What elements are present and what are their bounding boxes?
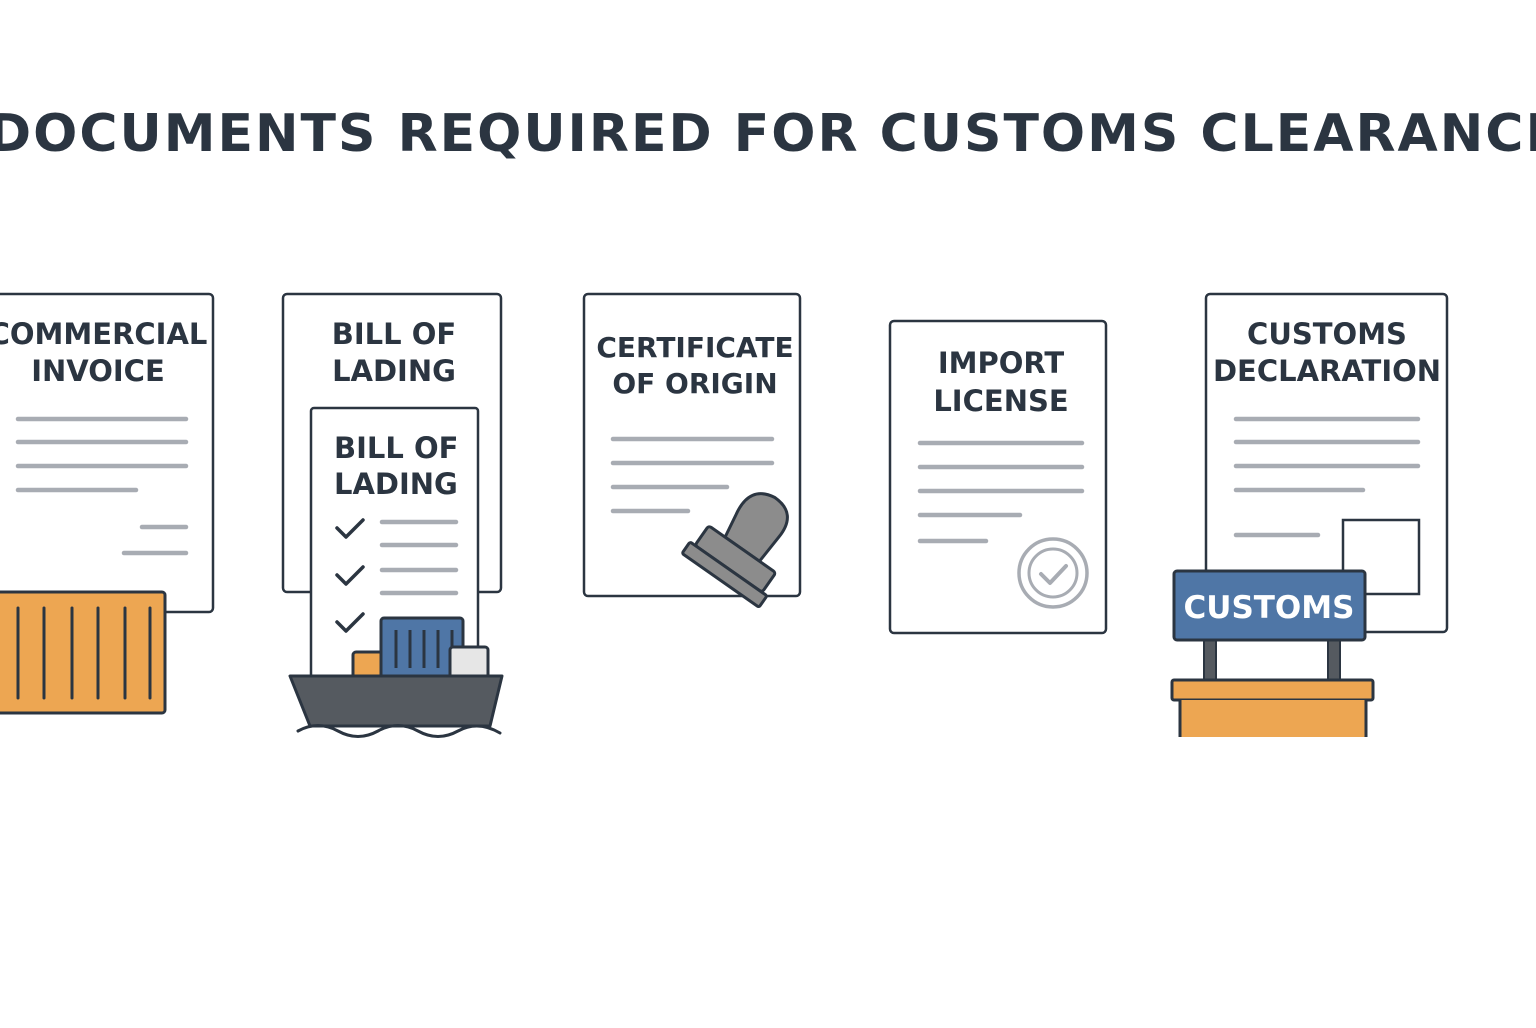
checklist [335, 518, 459, 633]
customs-sign [1172, 569, 1367, 642]
document-label-line2: DECLARATION [1213, 354, 1441, 388]
inner-label-line1: BILL OF [334, 431, 458, 465]
text-lines [917, 440, 1085, 544]
page-title: DOCUMENTS REQUIRED FOR CUSTOMS CLEARANCE [0, 104, 1536, 164]
document-label-line2: LADING [332, 354, 456, 388]
text-lines [15, 416, 189, 556]
check-icon [335, 518, 365, 539]
customs-booth-icon: CUSTOMS [1170, 569, 1375, 737]
document-sheet [888, 319, 1108, 635]
check-seal-icon [1017, 537, 1089, 609]
customs-sign-text: CUSTOMS [1184, 590, 1355, 626]
document-label-line1: CERTIFICATE [596, 331, 793, 364]
document-label-line1: COMMERCIAL [0, 317, 207, 351]
document-label-line1: CUSTOMS [1247, 317, 1407, 351]
check-icon [335, 565, 365, 586]
document-label-line2: INVOICE [31, 354, 165, 388]
document-label-line2: LICENSE [933, 384, 1068, 418]
document-card-import-license: IMPORT LICENSE [888, 319, 1108, 635]
rubber-stamp-icon [681, 492, 789, 608]
document-card-customs-declaration: CUSTOMS DECLARATION CUSTOMS [1170, 292, 1449, 737]
signature-box [1341, 518, 1421, 596]
document-card-certificate-of-origin: CERTIFICATE OF ORIGIN [582, 292, 802, 608]
check-icon [335, 612, 365, 633]
inner-label-line2: LADING [334, 467, 458, 501]
document-label-line2: OF ORIGIN [612, 367, 777, 400]
cargo-ship-icon [288, 616, 504, 738]
document-label-line1: IMPORT [938, 346, 1065, 380]
text-lines [1233, 416, 1421, 538]
text-lines [610, 436, 775, 514]
document-label-line1: BILL OF [332, 317, 456, 351]
document-card-commercial-invoice: COMMERCIAL INVOICE [0, 292, 215, 715]
shipping-container-icon [0, 590, 167, 715]
document-card-bill-of-lading: BILL OF LADING BILL OF LADING [281, 292, 504, 738]
